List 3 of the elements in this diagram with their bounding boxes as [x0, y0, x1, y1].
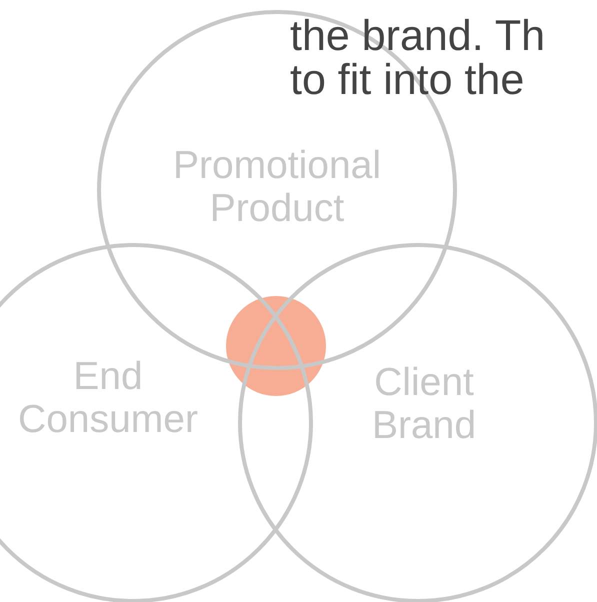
highlight-circle [226, 296, 326, 396]
body-text: to fit into the [290, 58, 524, 102]
body-text: the brand. Th [290, 14, 545, 58]
